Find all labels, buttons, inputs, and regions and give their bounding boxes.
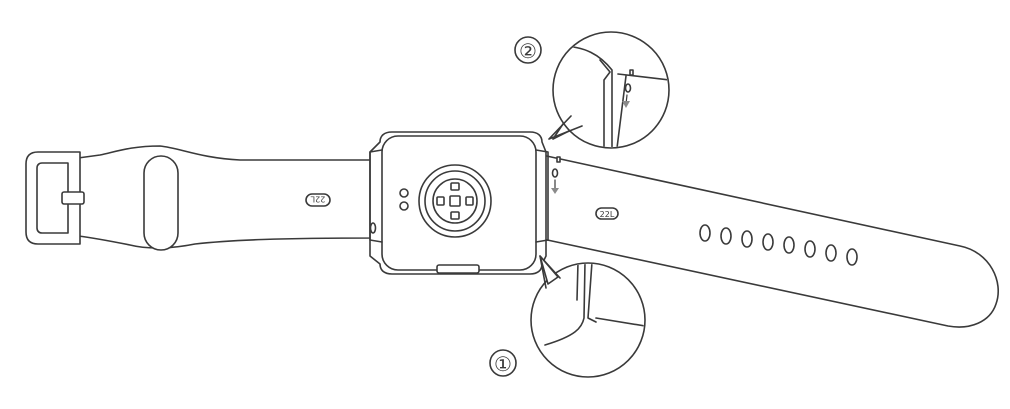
buckle [25, 151, 85, 245]
heart-rate-sensor [418, 164, 492, 238]
strap-holes [699, 224, 858, 266]
step-1-label: ① [494, 352, 512, 376]
size-badge-right [595, 207, 619, 220]
arrow-down-icon [551, 188, 559, 194]
right-strap: 22L [537, 154, 1000, 328]
watch-body [369, 131, 549, 275]
charging-contact [399, 201, 409, 211]
side-button [436, 264, 480, 274]
callout-detail-2: ② [514, 31, 670, 149]
size-label-left: 22L [310, 195, 325, 204]
arrow-down-icon [622, 101, 630, 108]
size-badge-left [305, 193, 331, 207]
step-2-label: ② [519, 39, 537, 63]
spring-bar-pin-left [369, 222, 377, 234]
left-strap: 22L [25, 145, 376, 251]
buckle-tongue [61, 191, 85, 205]
spring-bar-pin-right [551, 156, 561, 194]
callout-detail-1: ① [489, 255, 646, 378]
size-label-right: 22L [600, 210, 615, 219]
charging-contact [399, 188, 409, 198]
strap-keeper-loop [143, 155, 179, 251]
